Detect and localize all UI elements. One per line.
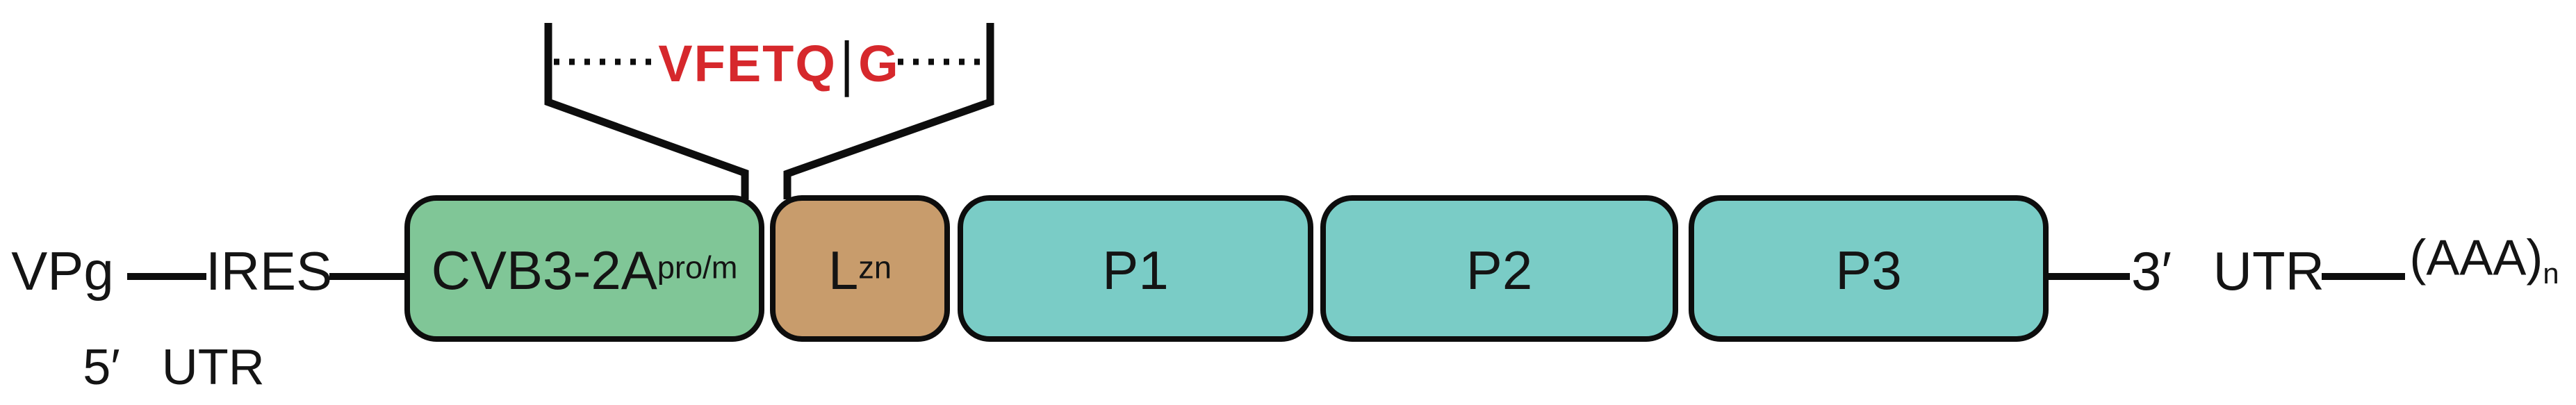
cleavage-sequence-label: VFETQ|G [658, 33, 900, 94]
segment-cvb3-2a: CVB3-2Apro/m [404, 195, 764, 342]
segment-p1-label: P1 [1102, 239, 1169, 301]
segment-p3-label: P3 [1835, 239, 1902, 301]
segment-l-zn-label: Lzn [828, 239, 892, 301]
segment-p2-label: P2 [1466, 239, 1533, 301]
three-prime-utr-label: 3′ UTR [2131, 240, 2324, 301]
connector-ires-genome [329, 273, 406, 280]
segment-l-zn: Lzn [770, 195, 950, 342]
segment-cvb3-2a-superscript: pro/m [657, 249, 738, 286]
vpg-label: VPg [11, 240, 114, 301]
segment-cvb3-2a-label: CVB3-2Apro/m [431, 239, 738, 301]
cleavage-sequence-right: G [858, 35, 900, 92]
segment-l-zn-superscript: zn [858, 249, 892, 286]
segment-p2: P2 [1320, 195, 1678, 342]
cleavage-site-bar: | [839, 29, 855, 98]
connector-3utr-polya [2322, 273, 2405, 280]
connector-genome-3utr [2049, 273, 2130, 280]
segment-p3: P3 [1689, 195, 2049, 342]
connector-vpg-ires [127, 273, 206, 280]
poly-a-base: (AAA) [2409, 230, 2543, 286]
segment-p1: P1 [958, 195, 1313, 342]
ires-label: IRES [205, 240, 333, 301]
cleavage-sequence-left: VFETQ [658, 35, 837, 92]
poly-a-subscript: n [2543, 256, 2559, 290]
five-prime-utr-label: 5′ UTR [83, 340, 265, 395]
poly-a-label: (AAA)n [2409, 233, 2559, 288]
